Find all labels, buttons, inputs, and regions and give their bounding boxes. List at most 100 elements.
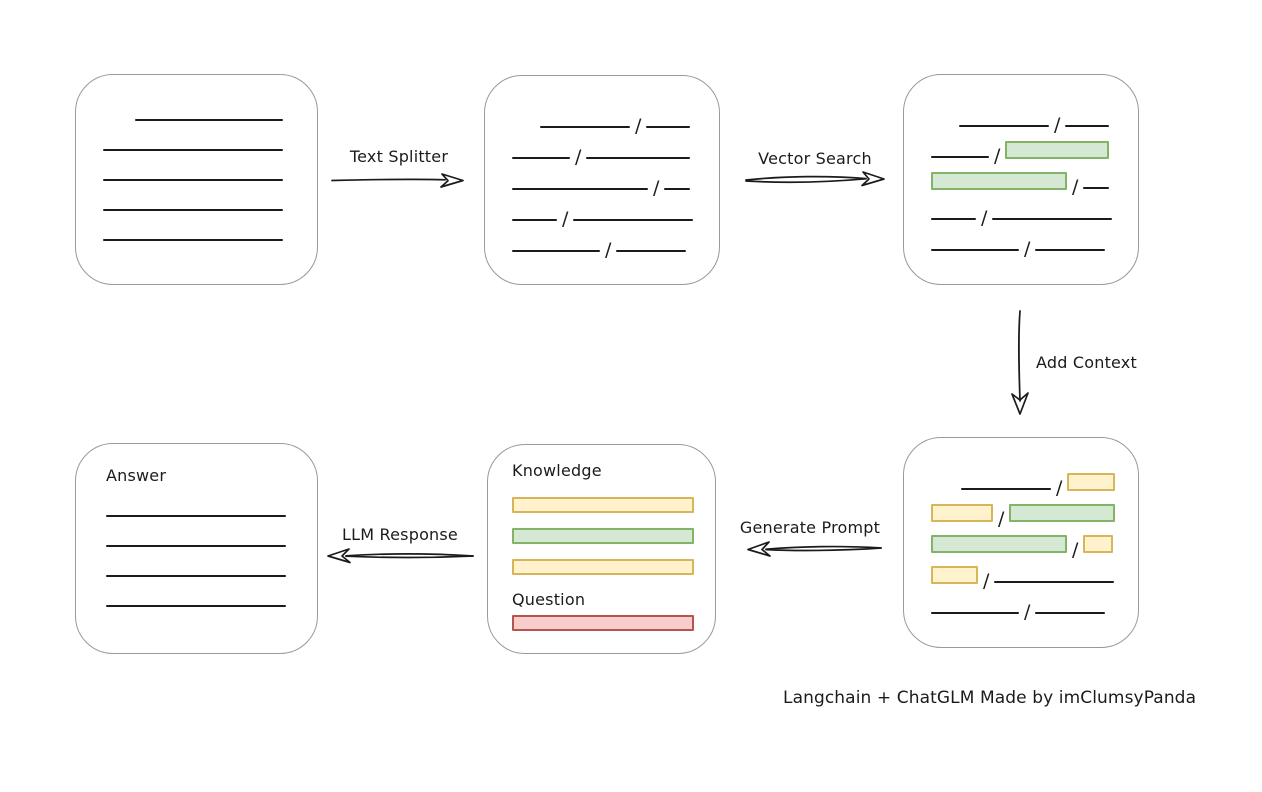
chunk-row — [103, 162, 317, 182]
green-chunk — [1009, 504, 1116, 522]
text-splitter-arrow-icon — [331, 173, 464, 188]
chunk-row: / — [512, 171, 719, 198]
question-label: Question — [512, 590, 586, 609]
yellow-chunk — [512, 559, 694, 575]
chunk-row: / — [931, 139, 1138, 166]
chunk-row — [103, 102, 317, 122]
question-bar — [512, 615, 715, 631]
node-split-chunks: / / / / / — [484, 75, 720, 285]
node-prompt: Knowledge Question — [487, 444, 716, 654]
text-line — [103, 209, 283, 211]
llm-response-arrow-icon — [327, 548, 474, 564]
text-line — [931, 612, 1019, 614]
prompt-content: Knowledge Question — [488, 445, 715, 631]
generate-prompt-label: Generate Prompt — [739, 518, 881, 537]
text-line — [106, 545, 286, 547]
chunk-row: / — [931, 232, 1138, 259]
red-chunk — [512, 615, 694, 631]
text-line — [586, 157, 691, 159]
chunk-row: / — [931, 533, 1138, 560]
text-line — [135, 119, 283, 121]
text-line — [931, 249, 1019, 251]
slash-separator: / — [983, 570, 990, 592]
slash-separator: / — [653, 177, 660, 199]
chunk-row: / — [931, 108, 1138, 135]
text-line — [1035, 249, 1106, 251]
slash-separator: / — [562, 208, 569, 230]
yellow-chunk — [1083, 535, 1114, 553]
yellow-chunk — [512, 497, 694, 513]
chunk-row: / — [931, 471, 1138, 498]
green-chunk — [931, 172, 1067, 190]
generate-prompt-arrow-icon — [747, 541, 882, 557]
chunk-row — [512, 528, 715, 544]
chunk-row: / — [512, 140, 719, 167]
vector-match-lines: / / / / / — [904, 75, 1138, 259]
llm-response-label: LLM Response — [342, 525, 458, 544]
slash-separator: / — [1054, 114, 1061, 136]
chunk-row — [512, 559, 715, 575]
chunk-row: / — [931, 502, 1138, 529]
green-chunk — [1005, 141, 1110, 159]
text-line — [512, 157, 570, 159]
chunk-row — [512, 497, 715, 513]
chunk-row — [106, 558, 317, 578]
chunk-row: / — [512, 109, 719, 136]
slash-separator: / — [605, 239, 612, 261]
text-line — [664, 188, 691, 190]
text-line — [959, 125, 1049, 127]
text-line — [512, 219, 557, 221]
chunk-row — [103, 132, 317, 152]
slash-separator: / — [998, 508, 1005, 530]
green-chunk — [512, 528, 694, 544]
text-line — [512, 250, 600, 252]
slash-separator: / — [635, 115, 642, 137]
diagram-caption: Langchain + ChatGLM Made by imClumsyPand… — [783, 688, 1197, 708]
slash-separator: / — [1024, 238, 1031, 260]
add-context-arrow-icon — [1011, 310, 1029, 415]
text-line — [961, 488, 1051, 490]
slash-separator: / — [1072, 539, 1079, 561]
text-line — [994, 581, 1115, 583]
slash-separator: / — [1072, 176, 1079, 198]
text-line — [103, 239, 283, 241]
knowledge-bars — [512, 497, 715, 575]
slash-separator: / — [981, 207, 988, 229]
yellow-chunk — [931, 566, 978, 584]
chunk-row — [106, 588, 317, 608]
vector-search-label: Vector Search — [758, 149, 872, 168]
text-line — [992, 218, 1113, 220]
answer-lines — [106, 498, 317, 608]
node-context-chunks: / / / / / — [903, 437, 1139, 648]
text-line — [512, 188, 648, 190]
node-answer: Answer — [75, 443, 318, 654]
vector-search-arrow-icon — [745, 171, 885, 187]
context-chunk-lines: / / / / / — [904, 438, 1138, 622]
text-line — [106, 575, 286, 577]
chunk-row — [512, 615, 715, 631]
text-line — [540, 126, 630, 128]
text-line — [573, 219, 694, 221]
yellow-chunk — [1067, 473, 1116, 491]
chunk-row: / — [931, 595, 1138, 622]
node-source-document — [75, 74, 318, 285]
text-line — [646, 126, 691, 128]
add-context-label: Add Context — [1036, 353, 1137, 372]
chunk-row — [106, 528, 317, 548]
text-line — [931, 218, 976, 220]
chunk-row: / — [931, 170, 1138, 197]
text-line — [1035, 612, 1106, 614]
green-chunk — [931, 535, 1067, 553]
split-chunk-lines: / / / / / — [485, 76, 719, 260]
answer-content: Answer — [76, 444, 317, 608]
chunk-row: / — [512, 202, 719, 229]
text-line — [103, 149, 283, 151]
slash-separator: / — [1056, 477, 1063, 499]
slash-separator: / — [1024, 601, 1031, 623]
yellow-chunk — [931, 504, 993, 522]
chunk-row: / — [931, 564, 1138, 591]
chunk-row: / — [931, 201, 1138, 228]
chunk-row — [106, 498, 317, 518]
slash-separator: / — [575, 146, 582, 168]
